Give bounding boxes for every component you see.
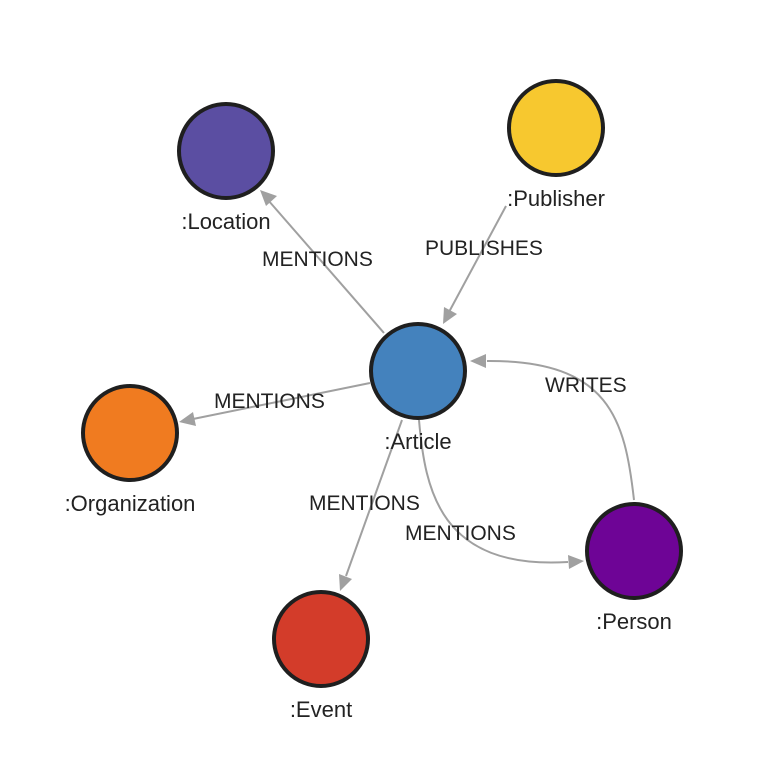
edge-label: PUBLISHES — [425, 237, 543, 260]
node-article[interactable]: :Article — [369, 322, 467, 454]
edge-mentions-person: MENTIONS — [405, 419, 584, 569]
node-location[interactable]: :Location — [177, 102, 275, 234]
node-label: :Article — [384, 429, 451, 454]
arrow-head — [568, 555, 584, 569]
arrow-head — [339, 574, 352, 591]
edge-line — [486, 359, 635, 501]
node-circle[interactable] — [81, 384, 179, 482]
edge-line — [192, 382, 371, 420]
edge-line — [267, 199, 385, 334]
node-label: :Person — [596, 609, 672, 634]
edge-label: WRITES — [545, 374, 627, 397]
node-label: :Location — [181, 209, 270, 234]
node-label: :Publisher — [507, 186, 605, 211]
edge-publishes: PUBLISHES — [425, 205, 543, 324]
edge-writes: WRITES — [470, 354, 635, 501]
arrow-head — [443, 307, 457, 324]
edges: MENTIONS PUBLISHES MENTIONS WRITES MENTI… — [179, 190, 635, 591]
edge-mentions-organization: MENTIONS — [179, 382, 371, 426]
node-event[interactable]: :Event — [272, 590, 370, 722]
node-publisher[interactable]: :Publisher — [507, 79, 605, 211]
node-circle[interactable] — [507, 79, 605, 177]
nodes: :Location :Publisher :Article :Organizat… — [65, 79, 683, 722]
node-circle[interactable] — [177, 102, 275, 200]
edge-label: MENTIONS — [214, 390, 325, 413]
node-organization[interactable]: :Organization — [65, 384, 196, 516]
node-circle[interactable] — [272, 590, 370, 688]
edge-label: MENTIONS — [309, 492, 420, 515]
edge-line — [418, 419, 569, 564]
arrow-head — [260, 190, 277, 206]
edge-line — [345, 419, 403, 577]
edge-mentions-location: MENTIONS — [260, 190, 385, 334]
edge-label: MENTIONS — [405, 522, 516, 545]
node-label: :Organization — [65, 491, 196, 516]
edge-line — [448, 205, 507, 313]
edge-mentions-event: MENTIONS — [309, 419, 420, 591]
edge-label: MENTIONS — [262, 248, 373, 271]
arrow-head — [179, 412, 196, 426]
arrow-head — [470, 354, 486, 368]
node-circle[interactable] — [585, 502, 683, 600]
node-person[interactable]: :Person — [585, 502, 683, 634]
node-label: :Event — [290, 697, 352, 722]
node-circle[interactable] — [369, 322, 467, 420]
